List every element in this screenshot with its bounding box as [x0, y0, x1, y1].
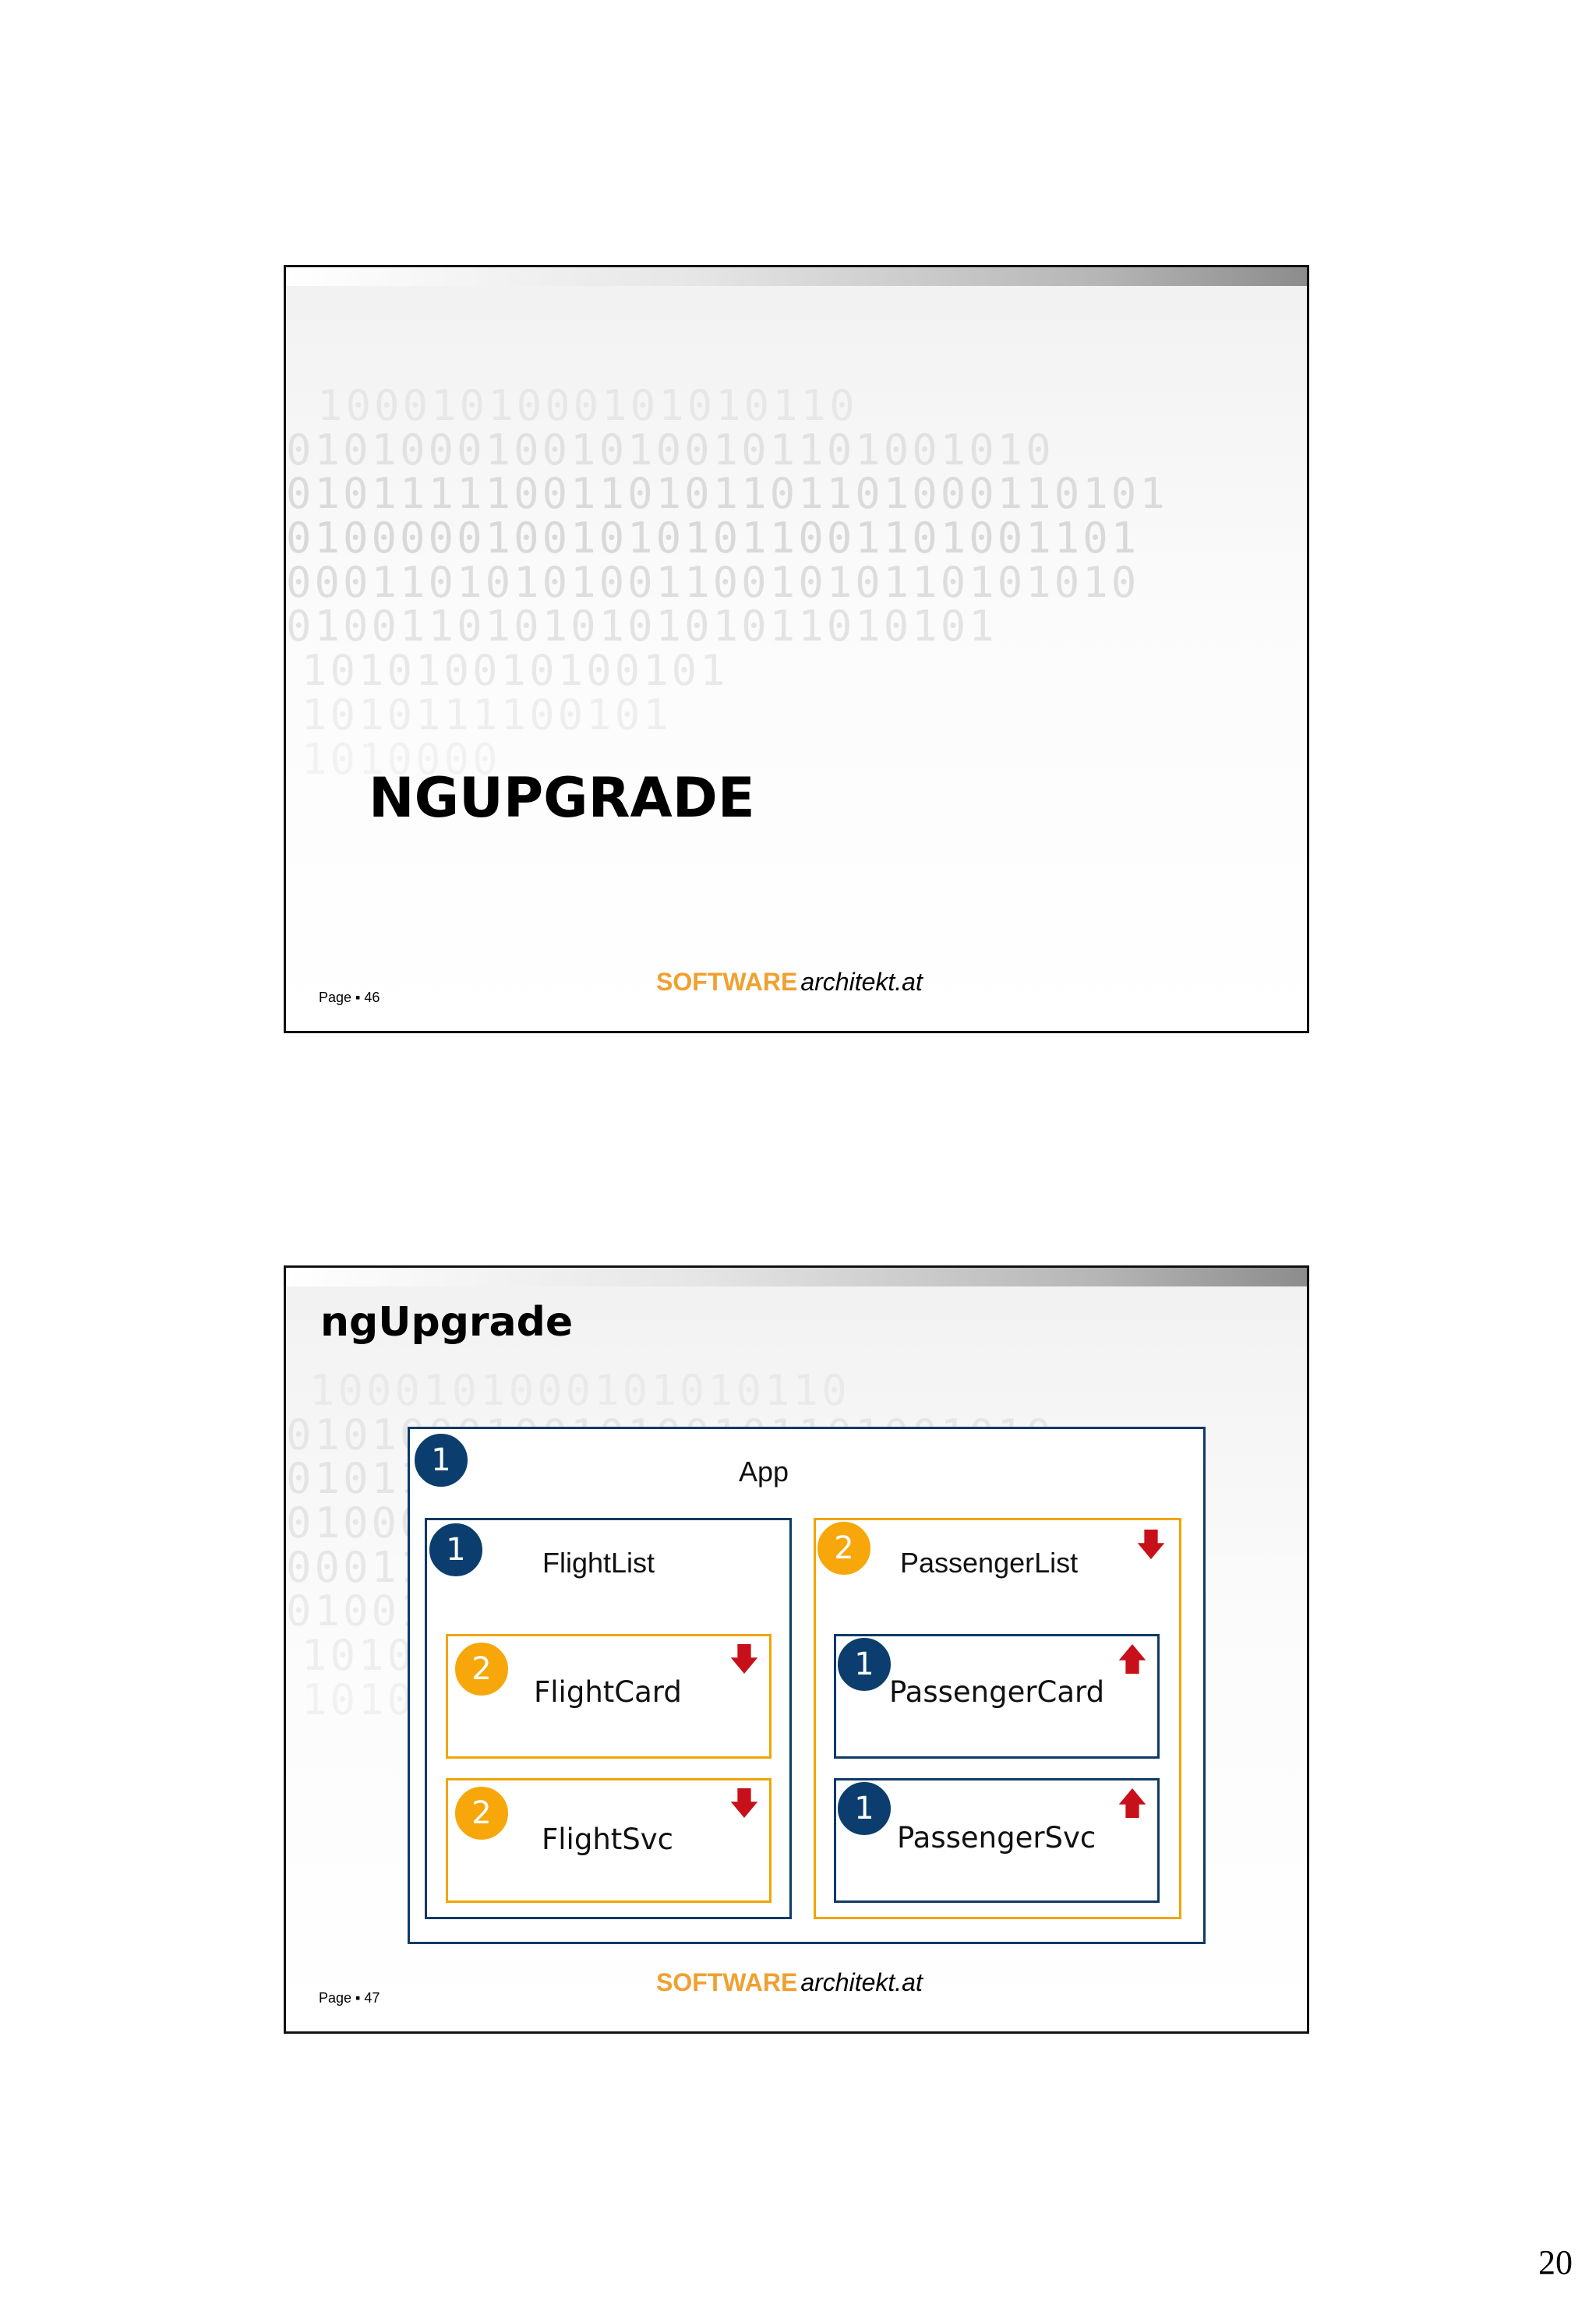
flightsvc-component-box: 2 FlightSvc	[446, 1778, 772, 1903]
flightcard-component-box: 2 FlightCard	[446, 1634, 772, 1759]
flightcard-badge: 2	[455, 1643, 508, 1696]
passengersvc-badge: 1	[838, 1782, 891, 1835]
slide-page-label: Page ▪ 46	[319, 990, 380, 1005]
flightlist-badge: 1	[429, 1523, 482, 1576]
passengersvc-component-box: 1 PassengerSvc	[834, 1778, 1160, 1903]
handout-page-number: 20	[1538, 2243, 1573, 2282]
passengercard-label: PassengerCard	[889, 1675, 1105, 1709]
flightcard-label: FlightCard	[534, 1675, 682, 1709]
flightsvc-badge: 2	[455, 1787, 508, 1840]
app-component-box: 1 App 1 FlightList 2 FlightCard 2 Flight…	[408, 1427, 1206, 1944]
app-badge: 1	[415, 1434, 468, 1487]
slide-title: ngUpgrade	[320, 1299, 574, 1346]
arrow-up-icon	[1118, 1788, 1146, 1818]
passengerlist-component-box: 2 PassengerList 1 PassengerCard 1 Passen…	[814, 1518, 1181, 1919]
logo-domain-text: architekt.at	[800, 1968, 923, 1996]
flightsvc-label: FlightSvc	[542, 1823, 674, 1856]
arrow-down-icon	[730, 1644, 758, 1674]
slide-top-bar	[286, 267, 1307, 286]
passengersvc-label: PassengerSvc	[897, 1821, 1096, 1855]
slide-page-label: Page ▪ 47	[319, 1990, 380, 2006]
logo-brand-text: SOFTWARE	[656, 968, 798, 996]
flightlist-label: FlightList	[542, 1547, 655, 1579]
arrow-down-icon	[730, 1788, 758, 1818]
passengerlist-label: PassengerList	[900, 1547, 1079, 1579]
slide-46: 1000101000101010110 01010001001010010110…	[284, 265, 1309, 1033]
arrow-up-icon	[1118, 1644, 1146, 1674]
section-title: NGUPGRADE	[369, 766, 755, 830]
logo-brand-text: SOFTWARE	[656, 1968, 798, 1996]
arrow-down-icon	[1137, 1530, 1165, 1559]
slide-47: 1000101000101010110 01010001001010010110…	[284, 1265, 1309, 2034]
slide-top-bar	[286, 1268, 1307, 1286]
binary-background-pattern: 1000101000101010110 01010001001010010110…	[286, 384, 1168, 781]
logo-domain-text: architekt.at	[800, 968, 923, 996]
app-label: App	[739, 1456, 789, 1488]
flightlist-component-box: 1 FlightList 2 FlightCard 2 FlightSvc	[425, 1518, 792, 1919]
passengercard-badge: 1	[838, 1638, 891, 1691]
passengercard-component-box: 1 PassengerCard	[834, 1634, 1160, 1759]
passengerlist-badge: 2	[817, 1522, 870, 1575]
